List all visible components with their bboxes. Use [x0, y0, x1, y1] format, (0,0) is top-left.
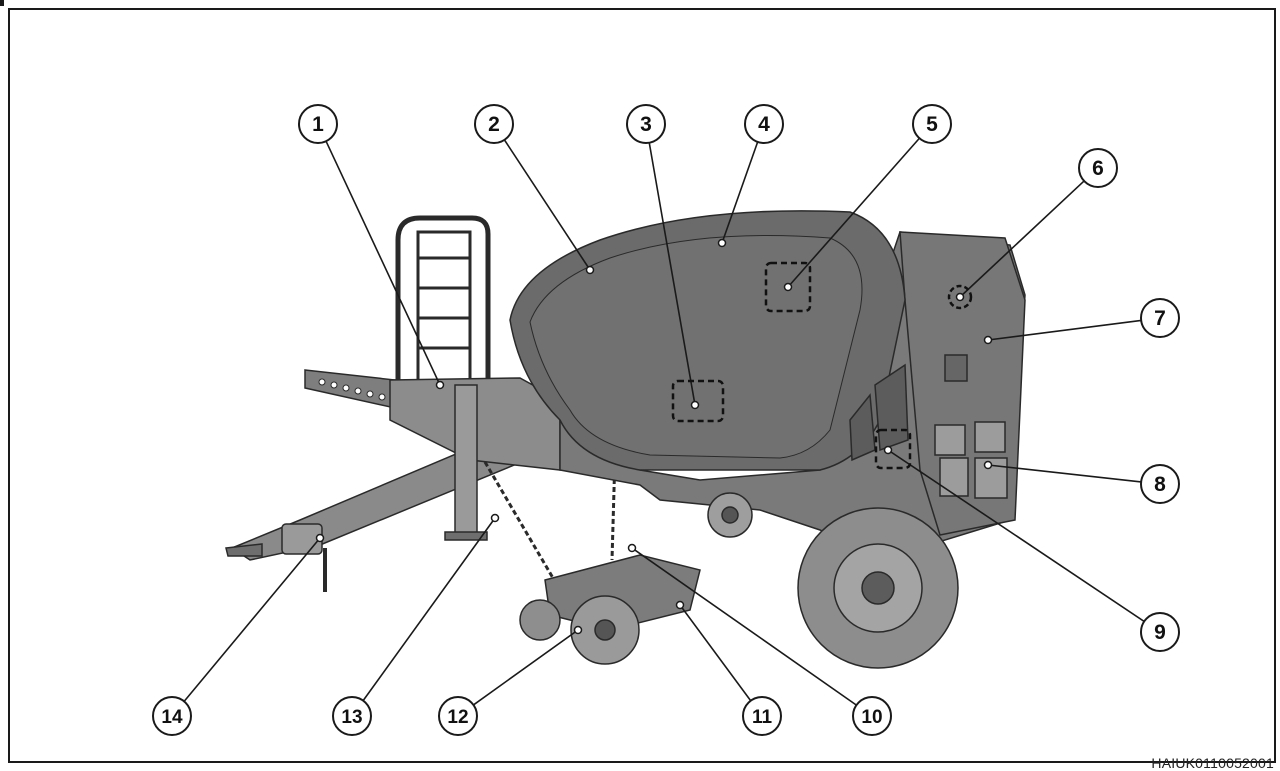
- leader-line-5: [787, 137, 921, 288]
- leader-line-2: [503, 139, 591, 271]
- pick-up-wheel-hub: [594, 619, 616, 641]
- leader-dot-3: [690, 400, 700, 410]
- leader-line-4: [721, 141, 759, 244]
- leader-dot-6: [955, 292, 965, 302]
- callout-label-8: 8: [1154, 473, 1166, 496]
- leader-dot-4: [717, 238, 727, 248]
- callout-circle-14: [152, 696, 192, 736]
- callout-circle-9: [1140, 612, 1180, 652]
- leader-dot-5: [783, 282, 793, 292]
- callout-label-3: 3: [640, 113, 652, 136]
- leader-dot-9: [883, 445, 893, 455]
- leader-line-6: [959, 180, 1085, 298]
- callout-label-13: 13: [341, 707, 362, 728]
- leader-dot-13: [490, 513, 500, 523]
- leader-line-3: [648, 142, 696, 406]
- leader-line-8: [987, 464, 1142, 483]
- callout-label-5: 5: [926, 113, 938, 136]
- leader-dot-14: [315, 533, 325, 543]
- dashed-marker-6: [947, 284, 973, 310]
- callout-circle-11: [742, 696, 782, 736]
- callout-label-4: 4: [758, 113, 770, 136]
- callout-circle-5: [912, 104, 952, 144]
- callout-circle-6: [1078, 148, 1118, 188]
- leader-line-1: [325, 140, 441, 386]
- leader-dot-11: [675, 600, 685, 610]
- dashed-marker-5: [764, 261, 812, 313]
- hose-bracket-holes: [318, 378, 386, 401]
- leader-dot-12: [573, 625, 583, 635]
- callout-circle-10: [852, 696, 892, 736]
- leader-dot-7: [983, 335, 993, 345]
- callout-label-2: 2: [488, 113, 500, 136]
- callout-circle-12: [438, 696, 478, 736]
- leader-line-11: [679, 604, 752, 702]
- access-ladder: [395, 215, 491, 390]
- callout-label-14: 14: [161, 707, 183, 728]
- leader-line-13: [362, 517, 496, 702]
- callout-circle-2: [474, 104, 514, 144]
- callout-label-12: 12: [447, 707, 468, 728]
- callout-circle-8: [1140, 464, 1180, 504]
- leader-dot-1: [435, 380, 445, 390]
- corner-mark: [0, 0, 4, 6]
- pick-up-wheel-rear: [519, 599, 561, 641]
- leader-dot-10: [627, 543, 637, 553]
- figure-reference-code: HAIUK0110052001: [1151, 755, 1274, 771]
- parking-jack-foot: [444, 531, 488, 541]
- rear-panel-window: [944, 354, 968, 382]
- main-wheel-hub: [861, 571, 895, 605]
- callout-circle-3: [626, 104, 666, 144]
- leader-line-12: [472, 629, 579, 706]
- callout-label-7: 7: [1154, 307, 1166, 330]
- callout-label-11: 11: [752, 707, 773, 728]
- hose-bracket: [304, 369, 396, 409]
- callout-circle-4: [744, 104, 784, 144]
- callout-label-9: 9: [1154, 621, 1166, 644]
- top-cover-inner: [529, 235, 863, 459]
- parking-jack: [454, 384, 478, 536]
- callout-label-1: 1: [312, 113, 324, 136]
- diagram-frame: [8, 8, 1276, 763]
- dashed-marker-9: [874, 428, 912, 470]
- leader-dot-8: [983, 460, 993, 470]
- callout-circle-1: [298, 104, 338, 144]
- callout-label-6: 6: [1092, 157, 1104, 180]
- leader-line-14: [183, 537, 321, 702]
- safety-chain-left: [483, 461, 562, 591]
- dashed-marker-3: [671, 379, 725, 423]
- callout-circle-7: [1140, 298, 1180, 338]
- callout-label-10: 10: [861, 707, 882, 728]
- callout-circle-13: [332, 696, 372, 736]
- leader-line-7: [987, 319, 1142, 341]
- hitch-eye: [225, 543, 263, 557]
- leader-dot-2: [585, 265, 595, 275]
- round-baler-illustration: [225, 210, 1026, 669]
- leader-line-10: [631, 547, 857, 706]
- rotor-drive-hub: [721, 506, 739, 524]
- leader-line-9: [887, 449, 1145, 623]
